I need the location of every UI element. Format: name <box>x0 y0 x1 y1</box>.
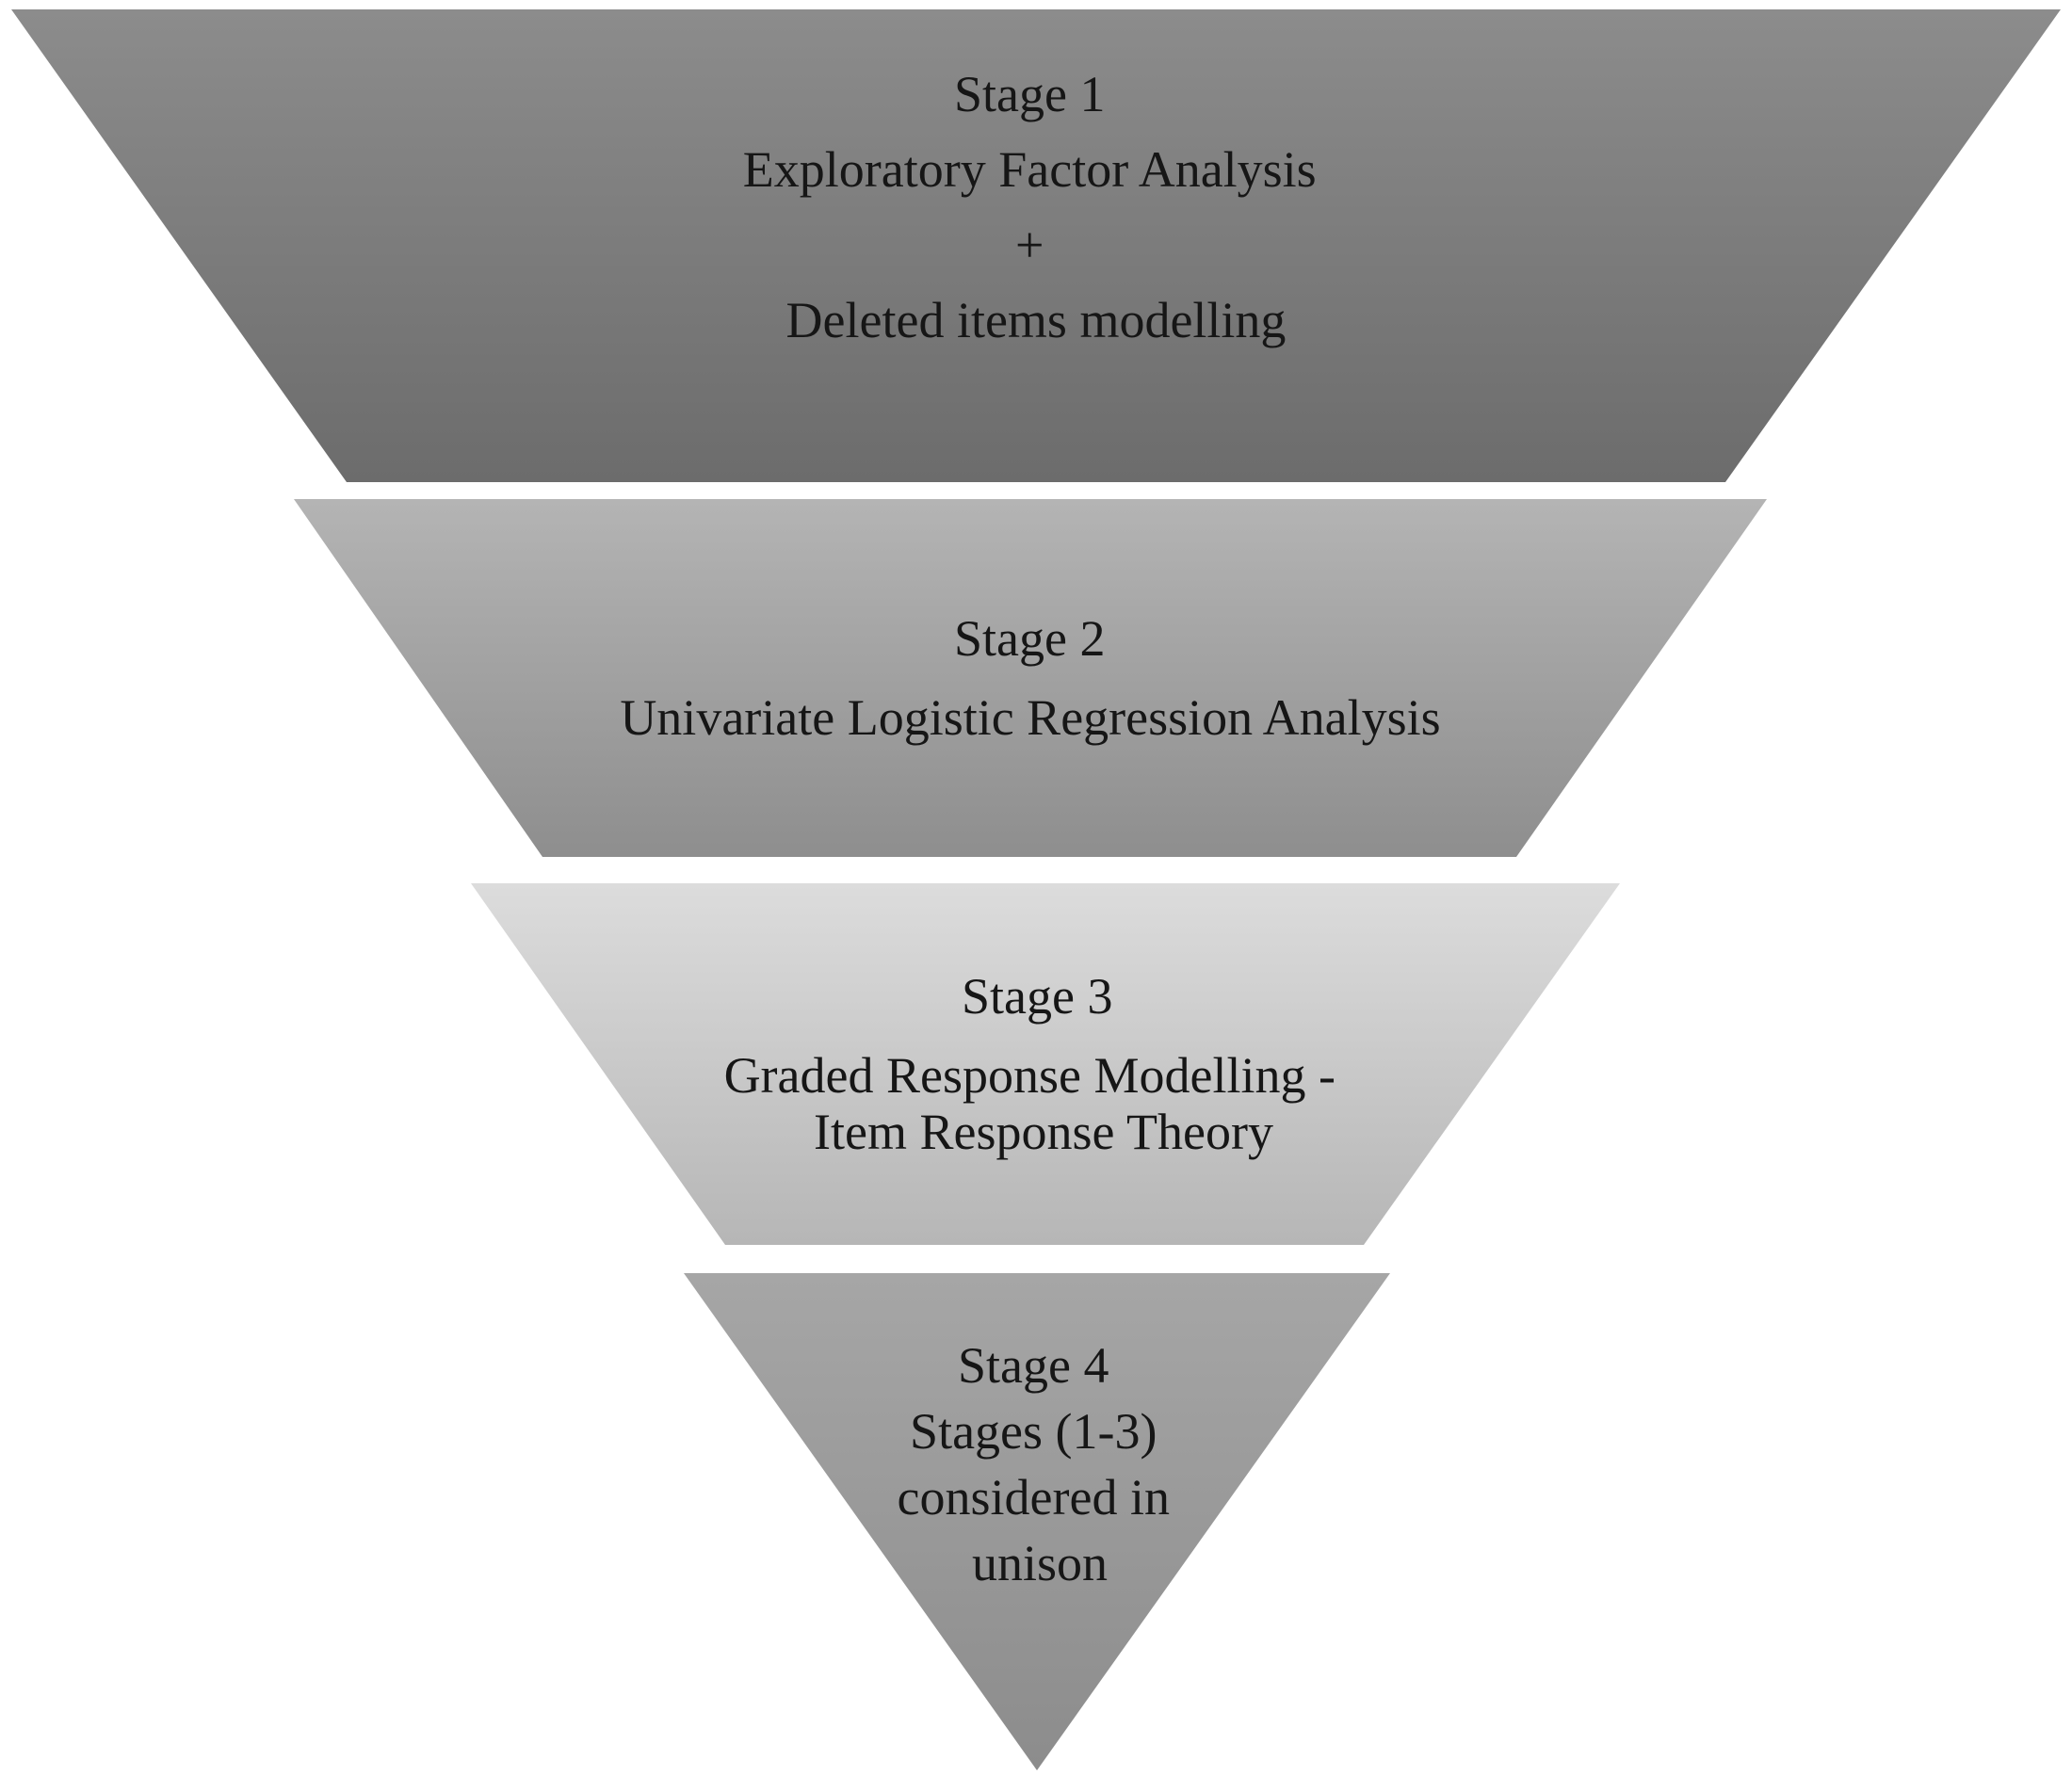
stage-3-text: Stage 3 Graded Response Modelling - Item… <box>724 968 1349 1160</box>
stage-4-line-1: Stages (1-3) <box>910 1403 1157 1460</box>
stage-4-text: Stage 4 Stages (1-3) considered in uniso… <box>898 1337 1183 1591</box>
stage-4-title: Stage 4 <box>958 1337 1109 1394</box>
stage-3-block: Stage 3 Graded Response Modelling - Item… <box>471 883 1620 1245</box>
stage-4-shape <box>684 1273 1390 1770</box>
stage-1-line-1: Exploratory Factor Analysis <box>743 141 1317 198</box>
stage-4-line-2: considered in <box>898 1469 1170 1526</box>
stage-3-line-1: Graded Response Modelling - <box>724 1047 1335 1104</box>
stage-1-shape <box>11 9 2061 482</box>
stage-1-title: Stage 1 <box>954 66 1105 122</box>
stage-1-block: Stage 1 Exploratory Factor Analysis + De… <box>11 9 2061 482</box>
stage-2-title: Stage 2 <box>954 610 1105 667</box>
stage-2-block: Stage 2 Univariate Logistic Regression A… <box>294 499 1767 857</box>
stage-3-line-2: Item Response Theory <box>814 1104 1273 1160</box>
stage-2-text: Stage 2 Univariate Logistic Regression A… <box>620 610 1440 746</box>
stage-4-line-3: unison <box>972 1535 1108 1591</box>
stage-1-text: Stage 1 Exploratory Factor Analysis + De… <box>743 66 1329 348</box>
stage-1-line-3: Deleted items modelling <box>786 292 1287 348</box>
stage-2-shape <box>294 499 1767 857</box>
stage-3-title: Stage 3 <box>962 968 1112 1025</box>
stage-1-line-2: + <box>1015 217 1044 273</box>
stage-3-shape <box>471 883 1620 1245</box>
stage-2-line-1: Univariate Logistic Regression Analysis <box>620 689 1440 746</box>
stage-4-block: Stage 4 Stages (1-3) considered in uniso… <box>684 1273 1390 1770</box>
